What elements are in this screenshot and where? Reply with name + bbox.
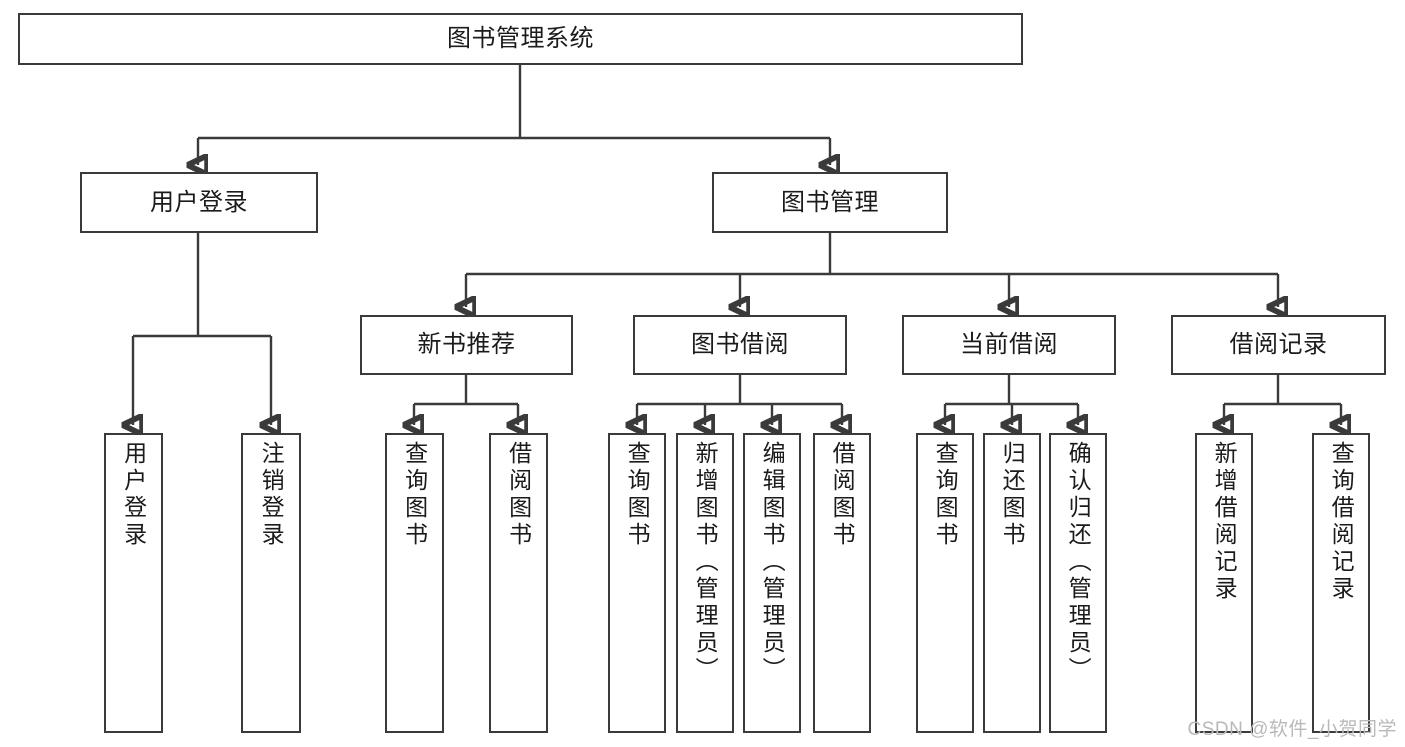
leaf-current-confirm-return-admin[interactable]: 确认归还（管理员） [1049, 433, 1107, 733]
node-label: 查询图书 [401, 441, 428, 549]
node-label: 查询借阅记录 [1328, 441, 1355, 603]
leaf-record-add-record[interactable]: 新增借阅记录 [1195, 433, 1253, 733]
node-label: 用户登录 [120, 441, 147, 549]
leaf-user-login-login[interactable]: 用户登录 [104, 433, 163, 733]
node-new-book-recommend[interactable]: 新书推荐 [360, 315, 573, 375]
leaf-current-query-book[interactable]: 查询图书 [916, 433, 974, 733]
node-book-management[interactable]: 图书管理 [712, 172, 948, 233]
node-label: 编辑图书（管理员） [759, 441, 786, 684]
node-book-borrow[interactable]: 图书借阅 [633, 315, 847, 375]
leaf-borrow-query-book[interactable]: 查询图书 [608, 433, 666, 733]
node-user-login[interactable]: 用户登录 [80, 172, 318, 233]
leaf-borrow-edit-book-admin[interactable]: 编辑图书（管理员） [743, 433, 801, 733]
node-label: 归还图书 [999, 441, 1026, 549]
node-label: 查询图书 [932, 441, 959, 549]
node-label: 用户登录 [150, 188, 248, 216]
node-label: 借阅记录 [1229, 331, 1328, 358]
leaf-new-book-query-book[interactable]: 查询图书 [385, 433, 444, 733]
leaf-borrow-borrow-book[interactable]: 借阅图书 [813, 433, 871, 733]
leaf-user-login-logout[interactable]: 注销登录 [241, 433, 301, 733]
node-label: 图书管理系统 [447, 25, 594, 52]
node-label: 注销登录 [258, 441, 285, 549]
leaf-current-return-book[interactable]: 归还图书 [983, 433, 1041, 733]
node-label: 当前借阅 [960, 331, 1058, 358]
node-label: 新增借阅记录 [1211, 441, 1238, 603]
leaf-record-query-record[interactable]: 查询借阅记录 [1312, 433, 1370, 733]
leaf-borrow-add-book-admin[interactable]: 新增图书（管理员） [676, 433, 734, 733]
node-root-book-management-system[interactable]: 图书管理系统 [18, 13, 1023, 65]
node-label: 借阅图书 [829, 441, 856, 549]
node-label: 查询图书 [624, 441, 651, 549]
node-label: 新书推荐 [417, 331, 516, 358]
node-label: 确认归还（管理员） [1065, 441, 1092, 684]
node-label: 借阅图书 [505, 441, 532, 549]
node-current-borrow[interactable]: 当前借阅 [902, 315, 1116, 375]
watermark: CSDN @软件_小贺同学 [1187, 719, 1397, 740]
leaf-new-book-borrow-book[interactable]: 借阅图书 [489, 433, 548, 733]
node-label: 图书管理 [781, 188, 879, 216]
node-borrow-record[interactable]: 借阅记录 [1171, 315, 1386, 375]
node-label: 图书借阅 [691, 331, 789, 358]
node-label: 新增图书（管理员） [692, 441, 719, 684]
